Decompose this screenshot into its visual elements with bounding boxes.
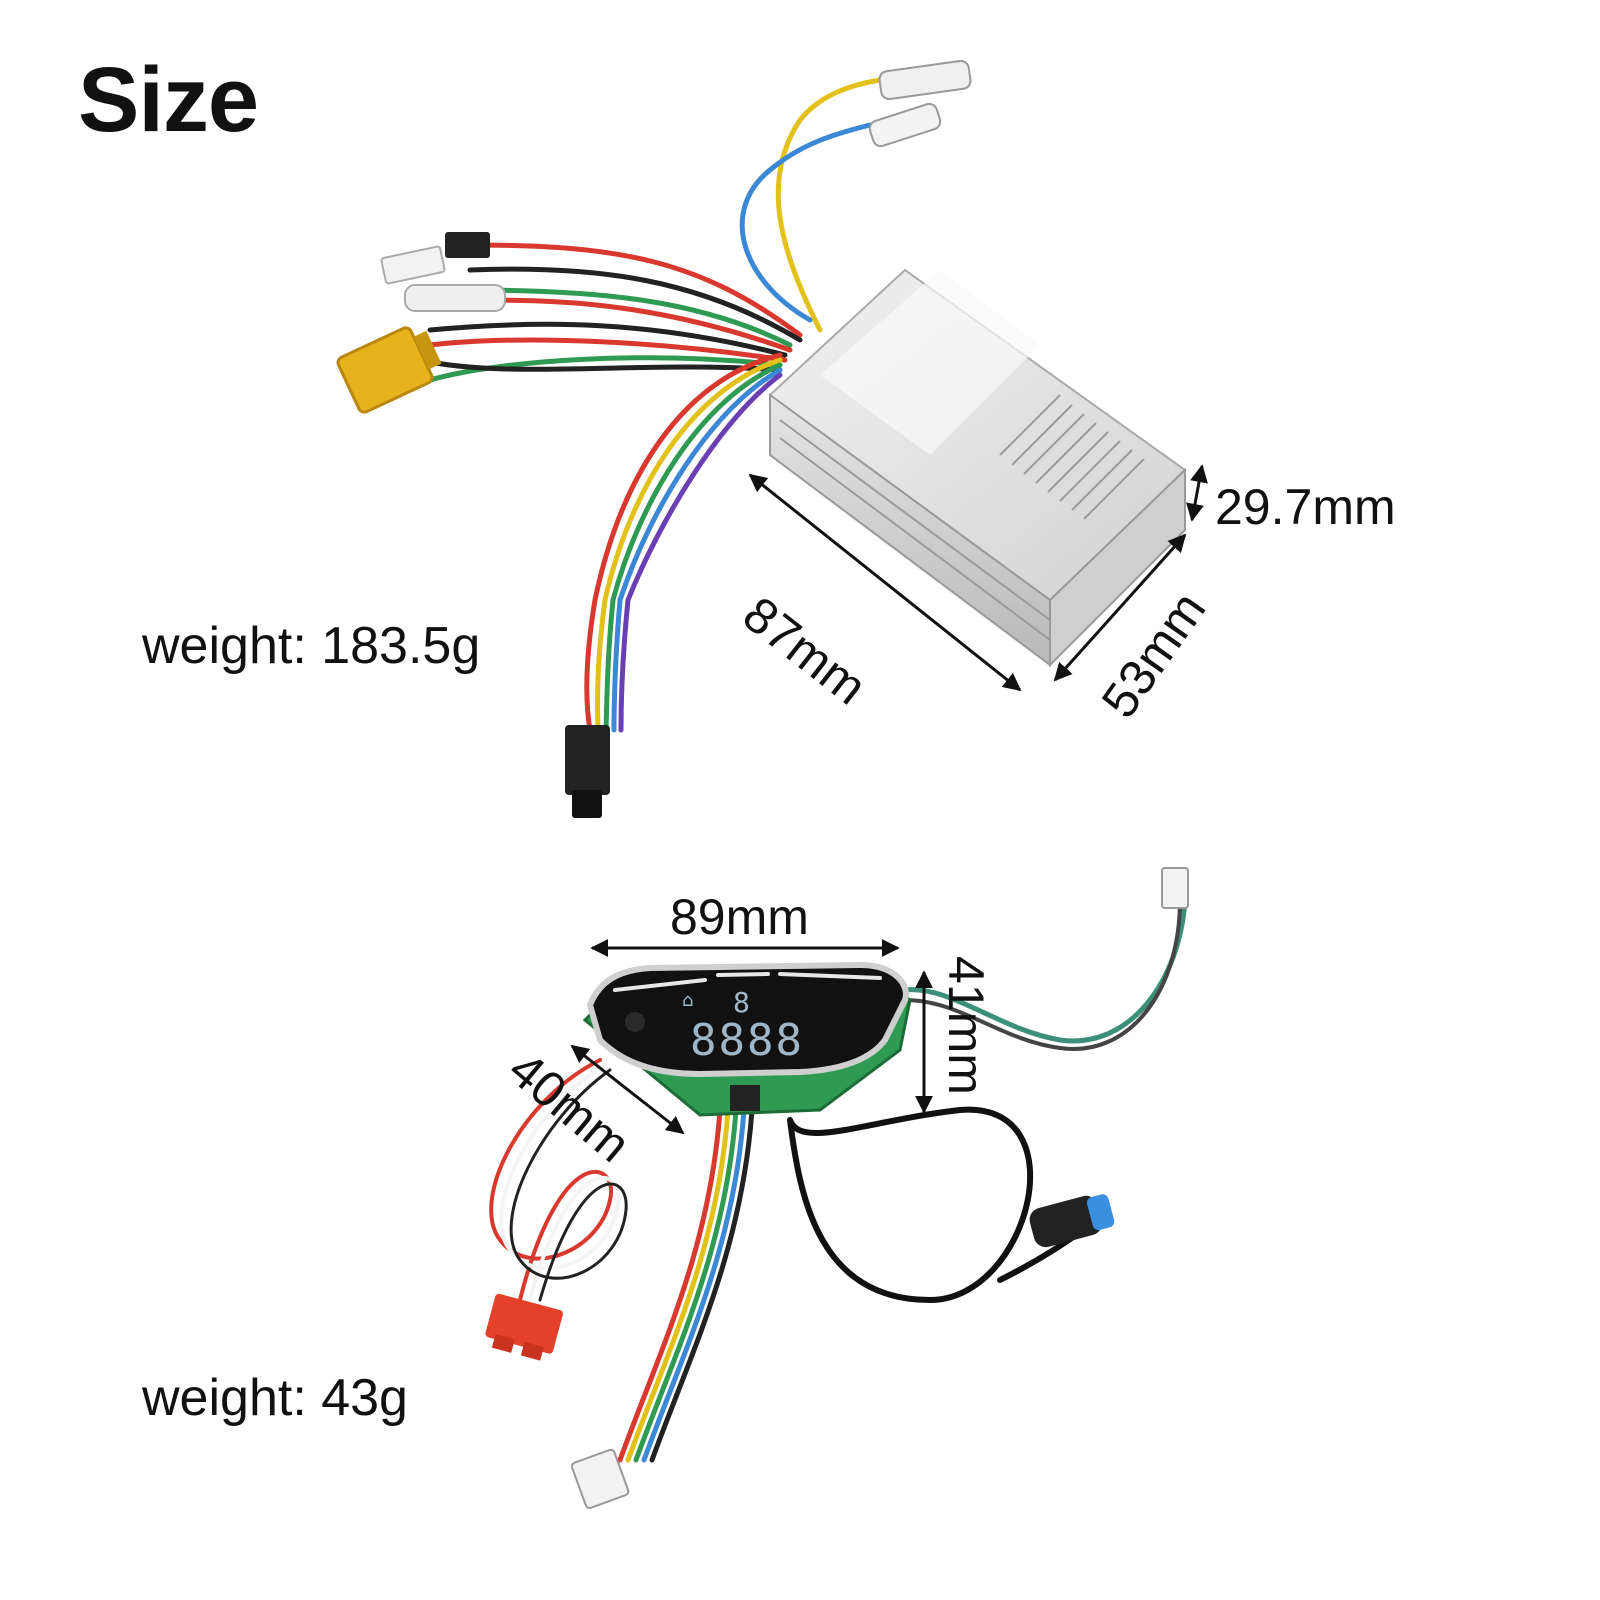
display-dimension-arrows — [570, 939, 933, 1135]
controller-dimension-arrows — [748, 464, 1208, 692]
controller-height-label: 29.7mm — [1215, 479, 1396, 535]
indicator-dot-icon — [625, 1012, 645, 1032]
display-wire-bundle — [489, 897, 1188, 1463]
jst-connector-icon — [565, 725, 610, 795]
display-width-label: 89mm — [670, 889, 809, 945]
page-title: Size — [78, 49, 259, 151]
controller-connectors — [336, 59, 972, 818]
controller-unit — [336, 59, 1208, 818]
xt60-connector-icon — [336, 326, 442, 414]
controller-wire-bundle — [417, 77, 883, 733]
blue-connector-icon — [1029, 1194, 1115, 1248]
display-weight-label: weight: 43g — [142, 1369, 408, 1427]
display-connectors — [485, 867, 1189, 1510]
display-height-label: 41mm — [938, 956, 994, 1095]
display-button-icon — [730, 1085, 760, 1111]
headlight-icon: ⌂ — [682, 990, 693, 1011]
red-connector-icon — [485, 1293, 563, 1361]
display-top-digit: 8 — [733, 986, 750, 1019]
display-digits: 8888 — [690, 1015, 804, 1066]
display-unit: ⌂ 8 8888 — [485, 867, 1189, 1510]
controller-weight-label: weight: 183.5g — [142, 617, 481, 675]
